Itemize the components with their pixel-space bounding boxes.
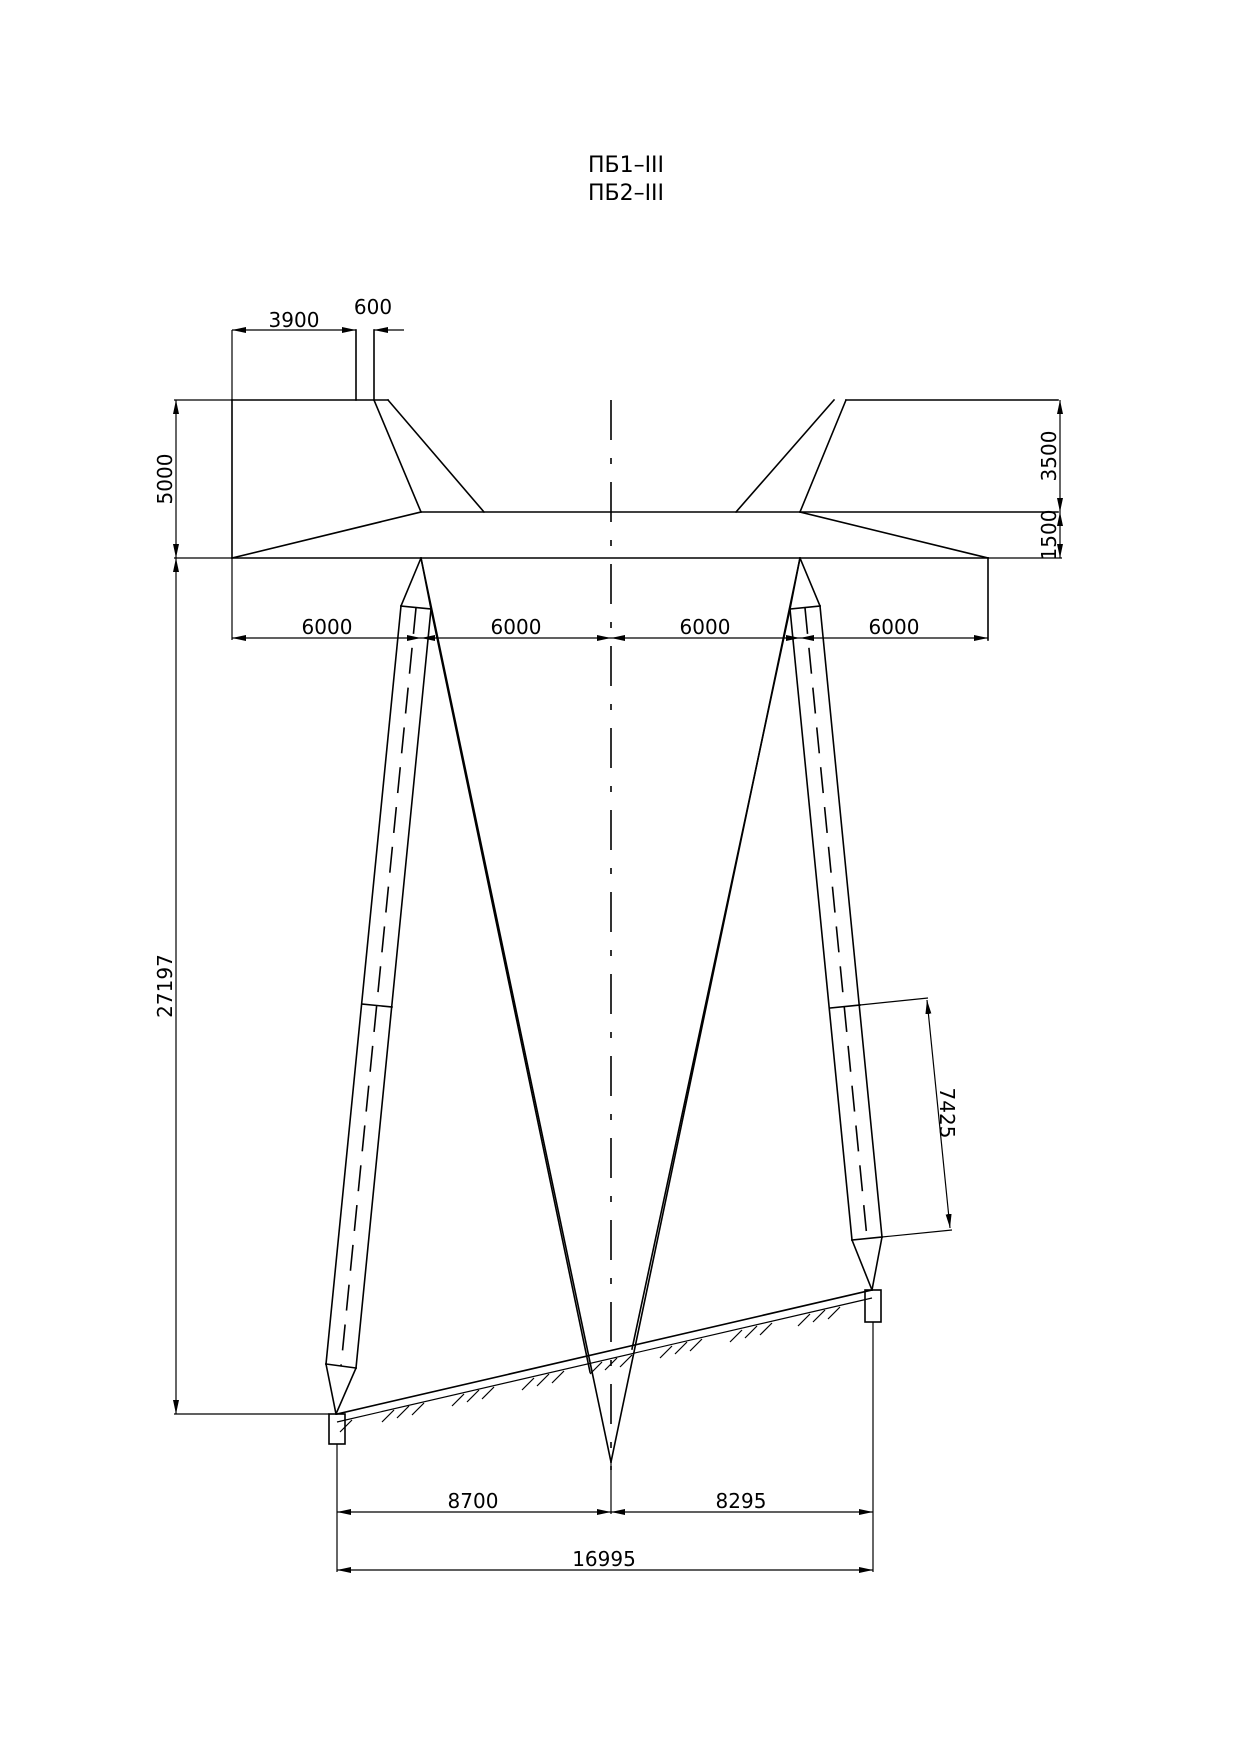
dim-crossarm-span-4: 6000 [869, 615, 920, 639]
ground-line [336, 1289, 873, 1433]
dim-lower-right-height: 1500 [1037, 510, 1061, 561]
dimension-lines [173, 327, 1063, 1573]
dim-top-left-offset: 3900 [269, 308, 320, 332]
dim-top-width: 600 [354, 295, 392, 319]
dim-base-left: 8700 [448, 1489, 499, 1513]
dim-leg-segment: 7425 [935, 1088, 959, 1139]
v-braces [420, 557, 801, 1463]
crossarm [231, 329, 1059, 641]
dim-upper-right-height: 3500 [1037, 431, 1061, 482]
dim-base-total: 16995 [572, 1547, 636, 1571]
drawing-title-line-2: ПБ2–III [588, 181, 664, 206]
drawing-title-line-1: ПБ1–III [588, 153, 664, 178]
dim-crossarm-span-2: 6000 [491, 615, 542, 639]
right-leg [789, 556, 883, 1323]
dim-pole-height: 27197 [153, 954, 177, 1018]
left-leg [325, 556, 432, 1445]
dim-crossarm-height-total: 5000 [153, 454, 177, 505]
dim-crossarm-span-1: 6000 [302, 615, 353, 639]
dim-base-right: 8295 [716, 1489, 767, 1513]
dim-crossarm-span-3: 6000 [680, 615, 731, 639]
